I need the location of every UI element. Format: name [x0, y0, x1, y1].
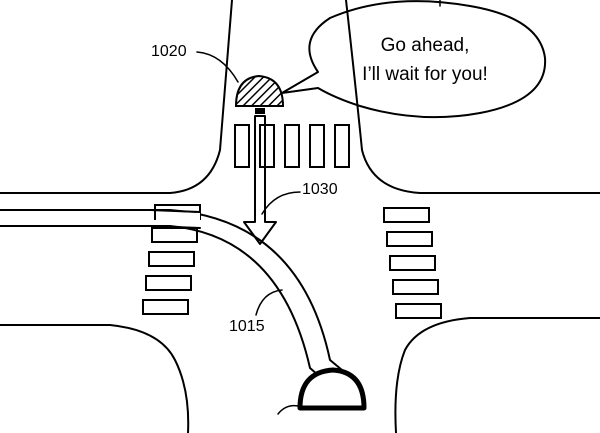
leader-pedestrian: [196, 51, 239, 83]
crosswalk-top-stripe: [259, 124, 275, 168]
leader-path: [255, 289, 283, 316]
pedestrian-icon: [234, 74, 285, 107]
direction-arrow-icon: [243, 115, 277, 245]
curb-bottom-right: [394, 317, 600, 433]
curb-bottom-left: [0, 324, 190, 433]
label-direction: 1030: [302, 181, 338, 198]
leader-direction: [261, 191, 301, 215]
turn-path-outer-seg: [149, 209, 201, 213]
crosswalk-left-stripe: [142, 299, 189, 315]
crosswalk-left-stripe: [145, 275, 192, 291]
crosswalk-top-stripe: [284, 124, 300, 168]
crosswalk-top-stripe: [309, 124, 325, 168]
curb-top-right: [345, 0, 600, 194]
crosswalk-right-stripe: [392, 279, 439, 295]
crosswalk-right-stripe: [389, 255, 436, 271]
crosswalk-left-stripe: [148, 251, 195, 267]
speech-bubble: [281, 0, 547, 119]
crosswalk-top-stripe: [334, 124, 350, 168]
path-mask: [156, 211, 200, 225]
crosswalk-right-stripe: [383, 207, 430, 223]
label-path: 1015: [229, 318, 265, 335]
crosswalk-right-stripe: [395, 303, 442, 319]
turn-path-inner: [0, 225, 319, 376]
leader-vehicle: [277, 404, 299, 415]
label-pedestrian: 1020: [151, 43, 187, 60]
pedestrian-base: [255, 108, 265, 114]
turn-path-inner-seg: [149, 225, 201, 229]
crosswalk-right-stripe: [386, 231, 433, 247]
crosswalk-left-stripe: [151, 227, 198, 243]
speech-line-2: I’ll wait for you!: [362, 64, 488, 85]
speech-line-1: Go ahead,: [381, 35, 470, 56]
crosswalk-top-stripe: [234, 124, 250, 168]
curb-top-left: [0, 0, 233, 194]
vehicle-icon: [297, 367, 367, 411]
